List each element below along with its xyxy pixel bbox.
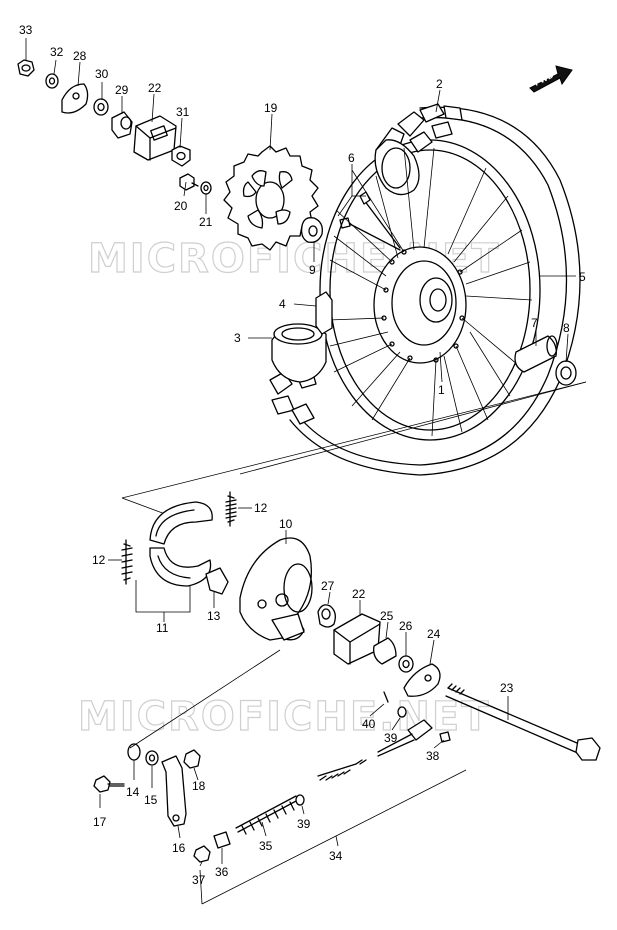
callout-4: 4 bbox=[279, 297, 286, 311]
part-26-washer bbox=[398, 655, 414, 673]
callout-31: 31 bbox=[176, 105, 190, 119]
callout-39-upper: 39 bbox=[384, 731, 398, 745]
part-38-clevis-pin bbox=[439, 731, 451, 743]
part-7-axle-spacer bbox=[514, 335, 558, 373]
part-4-rim-band bbox=[315, 291, 333, 335]
projection-line-upper bbox=[121, 381, 587, 499]
callout-32: 32 bbox=[50, 45, 64, 59]
callout-22-bottom: 22 bbox=[352, 587, 366, 601]
part-12-shoe-spring-upper bbox=[225, 491, 237, 527]
callout-26: 26 bbox=[399, 619, 413, 633]
callout-30: 30 bbox=[95, 67, 109, 81]
part-35-return-spring bbox=[235, 795, 299, 835]
leader-lines bbox=[25, 38, 576, 905]
wheel-spokes bbox=[327, 147, 533, 437]
callout-7: 7 bbox=[531, 316, 538, 330]
part-1-hub bbox=[373, 246, 467, 364]
callout-11: 11 bbox=[156, 621, 169, 635]
callout-17: 17 bbox=[93, 815, 107, 829]
part-34-brake-rod-clevis bbox=[377, 719, 433, 757]
callout-6: 6 bbox=[348, 151, 355, 165]
callout-18: 18 bbox=[192, 779, 206, 793]
part-8-oil-seal bbox=[555, 360, 577, 386]
part-25-spacer bbox=[373, 637, 397, 665]
part-22-chain-adjuster-top bbox=[133, 115, 177, 161]
callout-29: 29 bbox=[115, 83, 129, 97]
callout-3: 3 bbox=[234, 331, 241, 345]
watermark-bottom: MICROFICHE.NET bbox=[78, 694, 491, 740]
part-3-tube-section bbox=[271, 323, 327, 383]
part-37-nut bbox=[193, 845, 211, 863]
callout-19: 19 bbox=[264, 101, 278, 115]
part-13-brake-cam bbox=[205, 567, 229, 595]
part-22-chain-adjuster-bottom bbox=[333, 613, 381, 665]
callout-28: 28 bbox=[73, 49, 87, 63]
part-33-nut bbox=[17, 59, 35, 77]
callout-25: 25 bbox=[380, 609, 394, 623]
callout-23: 23 bbox=[500, 681, 514, 695]
part-40-cotter-pin bbox=[383, 691, 389, 703]
callout-24: 24 bbox=[427, 627, 441, 641]
part-15-washer bbox=[145, 750, 159, 766]
projection-line-lower bbox=[239, 381, 587, 475]
part-10-brake-panel bbox=[239, 537, 313, 641]
callout-34: 34 bbox=[329, 849, 343, 863]
part-2-tire bbox=[269, 103, 463, 425]
fwd-arrow-icon: FWD bbox=[529, 65, 573, 93]
callout-36: 36 bbox=[215, 865, 229, 879]
part-21-washer bbox=[200, 181, 212, 195]
part-34-brake-rod bbox=[317, 759, 367, 781]
callout-22-top: 22 bbox=[148, 81, 162, 95]
callout-8: 8 bbox=[563, 321, 570, 335]
callout-21: 21 bbox=[199, 215, 213, 229]
callout-5: 5 bbox=[579, 270, 586, 284]
callout-27: 27 bbox=[321, 579, 335, 593]
callout-10: 10 bbox=[279, 517, 293, 531]
part-19-sprocket bbox=[223, 145, 319, 251]
callout-1: 1 bbox=[438, 383, 445, 397]
callout-2: 2 bbox=[436, 77, 443, 91]
part-32-washer bbox=[45, 73, 59, 89]
callout-12-lower: 12 bbox=[92, 553, 106, 567]
part-36-joint bbox=[213, 831, 231, 849]
callout-38: 38 bbox=[426, 749, 440, 763]
part-27-collar bbox=[317, 604, 336, 628]
part-23-axle bbox=[445, 683, 601, 761]
callout-37: 37 bbox=[192, 873, 206, 887]
callout-20: 20 bbox=[174, 199, 188, 213]
part-24-adjuster-plate bbox=[403, 663, 441, 697]
part-31-nut bbox=[171, 145, 191, 167]
part-30-washer bbox=[93, 98, 109, 116]
callout-14: 14 bbox=[126, 785, 140, 799]
part-29-spacer bbox=[111, 111, 133, 139]
part-16-brake-arm bbox=[161, 755, 187, 827]
callout-13: 13 bbox=[207, 609, 221, 623]
part-39-washer-upper bbox=[397, 706, 407, 718]
callout-33: 33 bbox=[19, 23, 33, 37]
callout-labels: 33 32 28 30 29 22 31 20 21 19 9 6 2 5 7 … bbox=[19, 23, 586, 887]
part-12-shoe-spring-lower bbox=[121, 539, 133, 585]
part-11-brake-shoe-set bbox=[149, 501, 213, 587]
part-17-bolt bbox=[93, 775, 125, 793]
callout-35: 35 bbox=[259, 839, 273, 853]
part-28-adjuster-plate bbox=[61, 83, 89, 114]
callout-12-upper: 12 bbox=[254, 501, 268, 515]
callout-39-lower: 39 bbox=[297, 817, 311, 831]
part-39-washer-lower bbox=[295, 794, 305, 806]
part-18-bolt bbox=[183, 749, 201, 769]
callout-15: 15 bbox=[144, 793, 158, 807]
part-20-bolt bbox=[179, 173, 199, 191]
part-9-spacer bbox=[300, 217, 323, 243]
callout-9: 9 bbox=[309, 263, 316, 277]
part-14-o-ring bbox=[127, 743, 141, 761]
callout-16: 16 bbox=[172, 841, 186, 855]
callout-40: 40 bbox=[362, 717, 376, 731]
